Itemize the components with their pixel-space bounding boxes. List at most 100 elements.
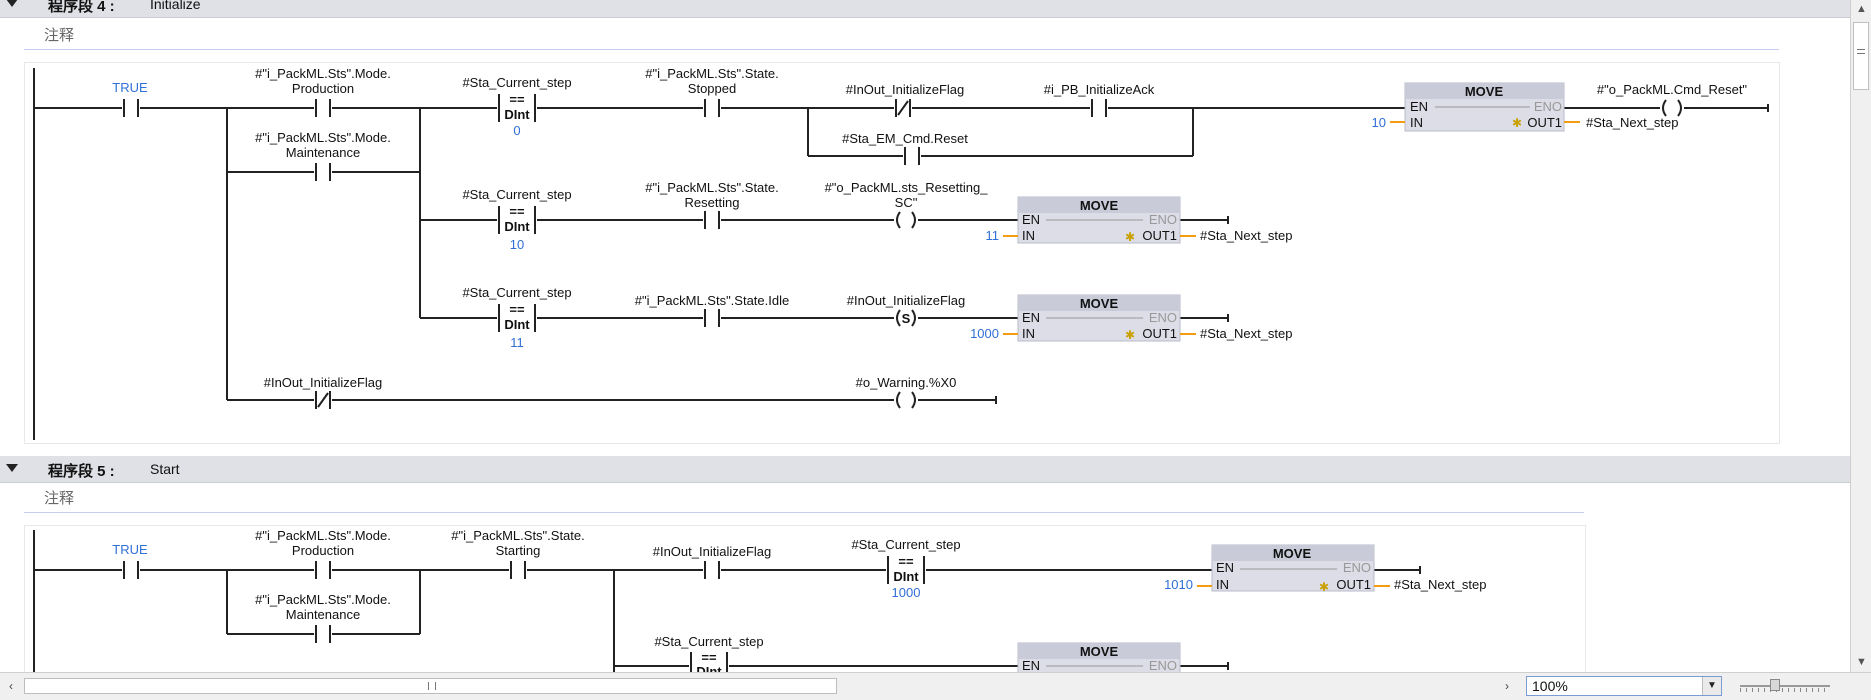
move-out-tag[interactable]: #Sta_Next_step [1200, 326, 1293, 341]
move-in-value[interactable]: 11 [986, 228, 1000, 243]
horizontal-scroll-thumb[interactable] [24, 678, 837, 694]
move-in: IN [1022, 326, 1035, 341]
warning-tag[interactable]: #o_Warning.%X0 [856, 375, 957, 390]
state-starting-tag-2[interactable]: Starting [496, 543, 541, 558]
pb-ack-tag[interactable]: #i_PB_InitializeAck [1044, 82, 1155, 97]
state-resetting-tag-2[interactable]: Resetting [685, 195, 740, 210]
init-flag-tag[interactable]: #InOut_InitializeFlag [847, 293, 966, 308]
state-stopped-tag-1[interactable]: #"i_PackML.Sts".State. [645, 66, 779, 81]
network-4-title[interactable]: Initialize [150, 0, 201, 12]
move-eno: ENO [1149, 310, 1177, 325]
compare-value[interactable]: 11 [510, 335, 524, 350]
move-box-row3[interactable] [1017, 294, 1181, 342]
move-title: MOVE [1080, 198, 1119, 213]
move-en: EN [1022, 658, 1040, 673]
move-box-row1[interactable] [1404, 82, 1565, 132]
horizontal-scrollbar[interactable]: ‹ › [0, 676, 1520, 696]
compare-value[interactable]: 1000 [892, 585, 921, 600]
zoom-slider[interactable] [1740, 679, 1830, 693]
state-idle-tag[interactable]: #"i_PackML.Sts".State.Idle [635, 293, 789, 308]
move-in-value[interactable]: 1010 [1164, 577, 1193, 592]
move-out1: OUT1 [1142, 326, 1177, 341]
set-coil-label: S [902, 311, 911, 326]
zoom-select[interactable]: 100% ▼ [1526, 676, 1722, 696]
mode-production-tag-2[interactable]: Production [292, 81, 354, 96]
compare-variable[interactable]: #Sta_Current_step [462, 75, 571, 90]
mode-production-tag-1[interactable]: #"i_PackML.Sts".Mode. [255, 528, 391, 543]
vertical-scroll-thumb[interactable] [1853, 22, 1869, 90]
move-box-n5-row1[interactable] [1211, 544, 1375, 592]
compare-type: DInt [504, 317, 530, 332]
move-title: MOVE [1465, 84, 1504, 99]
move-eno: ENO [1534, 99, 1562, 114]
move-out1: OUT1 [1142, 228, 1177, 243]
em-reset-tag[interactable]: #Sta_EM_Cmd.Reset [842, 131, 968, 146]
move-box-row2[interactable] [1017, 196, 1181, 244]
chevron-down-icon[interactable]: ▼ [1702, 677, 1721, 695]
vertical-scrollbar[interactable]: ▲ ▼ [1850, 0, 1871, 672]
move-title: MOVE [1273, 546, 1312, 561]
move-in-value[interactable]: 1000 [970, 326, 999, 341]
mode-maintenance-tag-1[interactable]: #"i_PackML.Sts".Mode. [255, 592, 391, 607]
mode-production-tag-1[interactable]: #"i_PackML.Sts".Mode. [255, 66, 391, 81]
state-resetting-tag-1[interactable]: #"i_PackML.Sts".State. [645, 180, 779, 195]
move-en: EN [1410, 99, 1428, 114]
mode-maintenance-tag-1[interactable]: #"i_PackML.Sts".Mode. [255, 130, 391, 145]
true-label: TRUE [112, 80, 148, 95]
compare-operator: == [509, 302, 525, 317]
network-4-header[interactable]: 程序段 4 : Initialize [0, 0, 1850, 18]
mode-maintenance-tag-2[interactable]: Maintenance [286, 145, 360, 160]
coil-resetting-tag-1[interactable]: #"o_PackML.sts_Resetting_ [825, 180, 989, 195]
scroll-down-icon[interactable]: ▼ [1856, 656, 1867, 668]
sun-icon: ✱ [1319, 580, 1329, 594]
move-out-tag[interactable]: #Sta_Next_step [1394, 577, 1487, 592]
mode-maintenance-tag-2[interactable]: Maintenance [286, 607, 360, 622]
network-5-header[interactable]: 程序段 5 : Start [0, 456, 1850, 483]
network-5-ladder: ✱ TRUE #"i_PackML.Sts".Mode. Production … [33, 528, 1487, 684]
init-flag-tag[interactable]: #InOut_InitializeFlag [846, 82, 965, 97]
compare-value[interactable]: 0 [513, 123, 520, 138]
move-eno: ENO [1343, 560, 1371, 575]
move-in: IN [1410, 115, 1423, 130]
move-title: MOVE [1080, 644, 1119, 659]
coil-resetting-tag-2[interactable]: SC" [895, 195, 918, 210]
zoom-value: 100% [1532, 678, 1568, 694]
compare-operator: == [509, 92, 525, 107]
move-in: IN [1022, 228, 1035, 243]
mode-production-tag-2[interactable]: Production [292, 543, 354, 558]
state-stopped-tag-2[interactable]: Stopped [688, 81, 736, 96]
compare-operator: == [898, 554, 914, 569]
move-in-value[interactable]: 10 [1372, 115, 1386, 130]
network-5-title[interactable]: Start [150, 461, 180, 477]
compare-variable[interactable]: #Sta_Current_step [462, 187, 571, 202]
compare-variable[interactable]: #Sta_Current_step [462, 285, 571, 300]
true-label: TRUE [112, 542, 148, 557]
compare-variable[interactable]: #Sta_Current_step [654, 634, 763, 649]
collapse-triangle-icon[interactable] [6, 464, 18, 472]
compare-value[interactable]: 10 [510, 237, 524, 252]
scroll-left-icon[interactable]: ‹ [9, 679, 13, 693]
init-flag-tag[interactable]: #InOut_InitializeFlag [264, 375, 383, 390]
network-4-comment[interactable]: 注释 [24, 24, 1779, 50]
network-5-comment[interactable]: 注释 [24, 487, 1584, 513]
scroll-up-icon[interactable]: ▲ [1856, 3, 1867, 15]
compare-variable[interactable]: #Sta_Current_step [851, 537, 960, 552]
collapse-triangle-icon[interactable] [6, 0, 18, 7]
move-out1: OUT1 [1527, 115, 1562, 130]
sun-icon: ✱ [1512, 116, 1522, 130]
move-out-tag[interactable]: #Sta_Next_step [1200, 228, 1293, 243]
sun-icon: ✱ [1125, 230, 1135, 244]
move-out-tag[interactable]: #Sta_Next_step [1586, 115, 1679, 130]
move-in: IN [1216, 577, 1229, 592]
move-en: EN [1216, 560, 1234, 575]
zoom-slider-knob[interactable] [1770, 679, 1780, 691]
move-title: MOVE [1080, 296, 1119, 311]
scroll-right-icon[interactable]: › [1505, 679, 1509, 693]
coil-reset-tag[interactable]: #"o_PackML.Cmd_Reset" [1597, 82, 1748, 97]
move-out1: OUT1 [1336, 577, 1371, 592]
compare-operator: == [701, 650, 717, 665]
init-flag-tag[interactable]: #InOut_InitializeFlag [653, 544, 772, 559]
network-5-label: 程序段 5 : [48, 463, 115, 480]
network-4-ladder: ✱ ✱ ✱ TRUE #"i_PackML.Sts".Mode. Product… [33, 66, 1769, 440]
state-starting-tag-1[interactable]: #"i_PackML.Sts".State. [451, 528, 585, 543]
